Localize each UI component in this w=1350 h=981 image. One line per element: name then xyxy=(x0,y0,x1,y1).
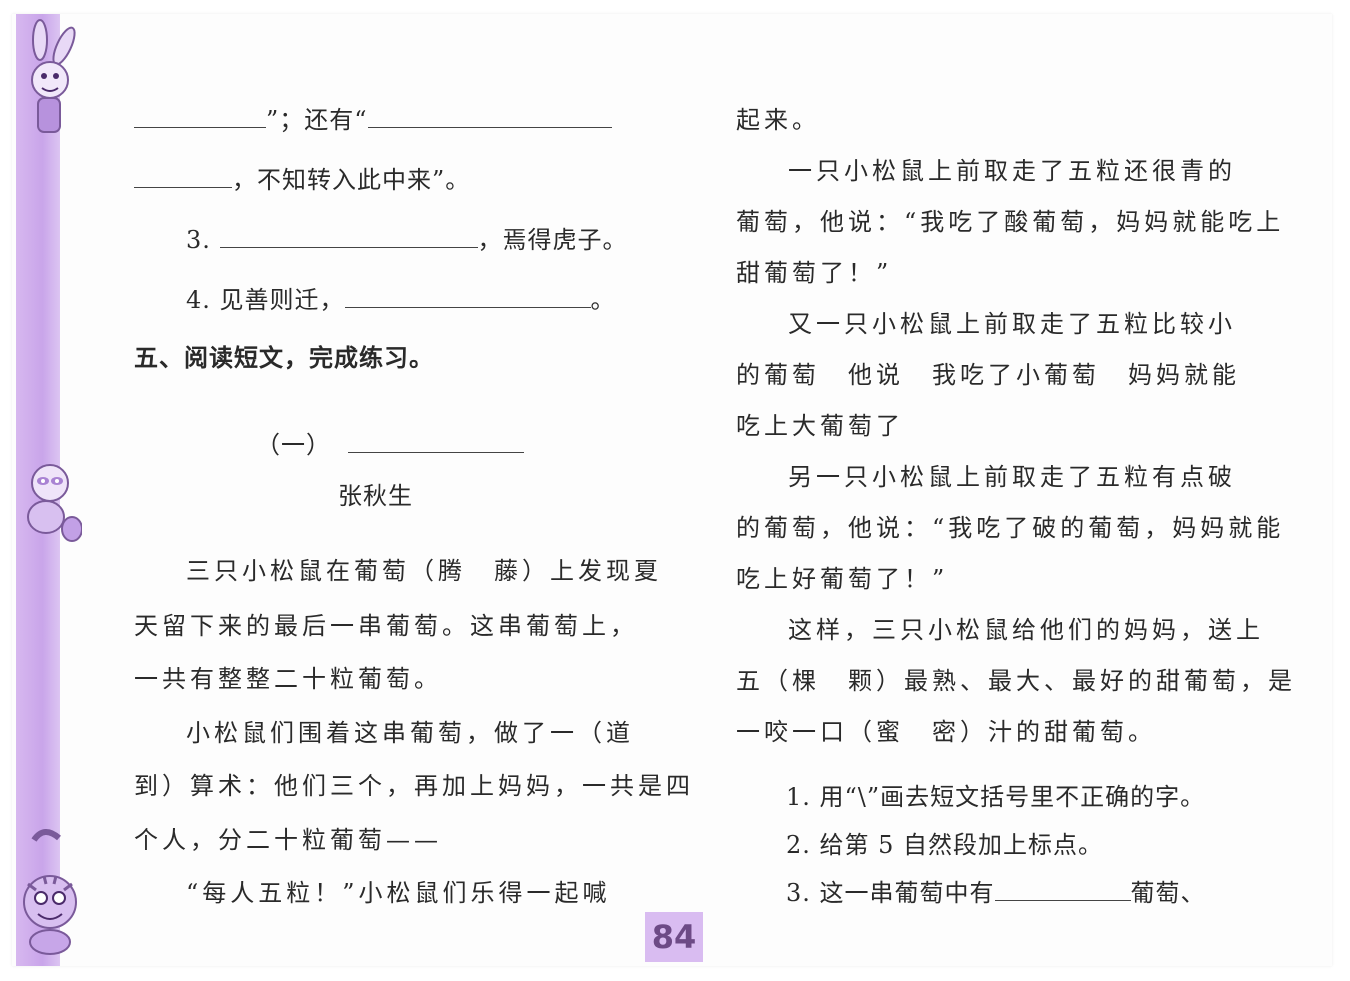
raccoon-mascot-icon xyxy=(27,464,82,542)
answer-blank[interactable] xyxy=(134,165,232,188)
passage-text: 一只小松鼠上前取走了五粒还很青的 xyxy=(788,157,1236,185)
passage-text: 吃上好葡萄了！” xyxy=(736,565,949,593)
passage-text: “每人五粒！”小松鼠们乐得一起喊 xyxy=(186,879,611,907)
answer-blank[interactable] xyxy=(994,878,1131,901)
passage-text: 小松鼠们围着这串葡萄，做了一（道 xyxy=(186,719,634,747)
question-1: 1. 用“\”画去短文括号里不正确的字。 xyxy=(786,783,1206,811)
section-title: 五、阅读短文，完成练习。 xyxy=(134,344,434,372)
fill-line-4: 4. 见善则迁，。 xyxy=(186,285,616,314)
passage-text: 三只小松鼠在葡萄（腾 藤）上发现夏 xyxy=(186,557,662,585)
passage-text: 五（棵 颗）最熟、最大、最好的甜葡萄，是 xyxy=(736,667,1296,695)
answer-blank[interactable] xyxy=(344,285,591,308)
tiger-mascot-icon xyxy=(23,829,77,955)
fill-line-3: 3. ，焉得虎子。 xyxy=(186,225,628,254)
question-2: 2. 给第 5 自然段加上标点。 xyxy=(786,831,1104,859)
passage-text: 起来。 xyxy=(736,106,820,134)
answer-blank[interactable] xyxy=(134,105,266,128)
passage-text: 个人，分二十粒葡萄—— xyxy=(134,826,442,854)
answer-blank[interactable] xyxy=(219,225,478,248)
passage-text-unpunctuated: 吃上大葡萄了 xyxy=(736,412,904,440)
passage-text-unpunctuated: 的葡萄 他说 我吃了小葡萄 妈妈就能 xyxy=(736,361,1240,389)
passage-text: 到）算术：他们三个，再加上妈妈，一共是四 xyxy=(134,772,694,800)
passage-title-line: （一） xyxy=(256,430,525,460)
textbook-page xyxy=(12,14,1332,966)
passage-text: 又一只小松鼠上前取走了五粒比较小 xyxy=(788,310,1236,338)
title-answer-blank[interactable] xyxy=(348,430,525,453)
passage-text: 一共有整整二十粒葡萄。 xyxy=(134,665,442,693)
page-number-tab: 84 xyxy=(645,912,703,962)
passage-text: 葡萄，他说：“我吃了酸葡萄，妈妈就能吃上 xyxy=(736,208,1285,236)
passage-text: 一咬一口（蜜 密）汁的甜葡萄。 xyxy=(736,718,1156,746)
question-3: 3. 这一串葡萄中有葡萄、 xyxy=(786,878,1206,907)
rabbit-mascot-icon xyxy=(31,19,76,133)
passage-text: 天留下来的最后一串葡萄。这串葡萄上， xyxy=(134,612,638,640)
passage-text: 甜葡萄了！” xyxy=(736,259,893,287)
fill-line-1: ”；还有“ xyxy=(134,105,612,135)
fill-line-2: ，不知转入此中来”。 xyxy=(134,165,470,195)
passage-text: 这样，三只小松鼠给他们的妈妈，送上 xyxy=(788,616,1264,644)
passage-text: 的葡萄，他说：“我吃了破的葡萄，妈妈就能 xyxy=(736,514,1285,542)
passage-text: 另一只小松鼠上前取走了五粒有点破 xyxy=(788,463,1236,491)
answer-blank[interactable] xyxy=(367,105,612,128)
author-name: 张秋生 xyxy=(338,482,413,510)
